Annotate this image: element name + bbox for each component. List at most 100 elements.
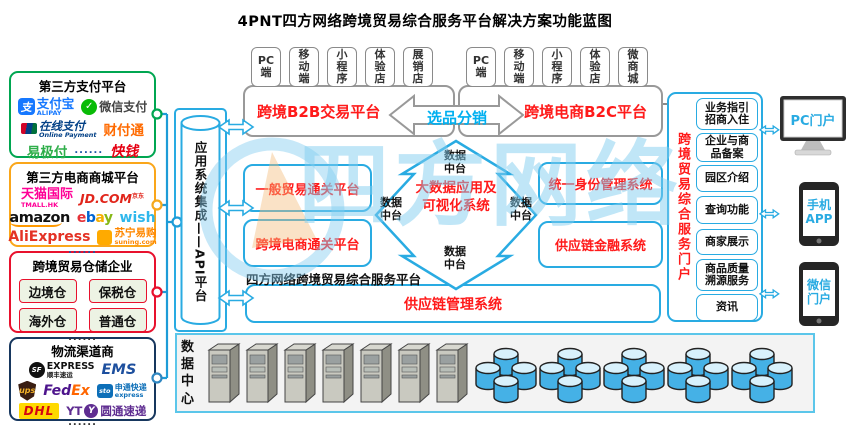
api-platform-label: 应用系统集成——API平台 <box>192 141 208 303</box>
portal-item-merchant-display: 商家展示 <box>696 229 758 255</box>
identity-system-box: 统一身份管理系统 <box>538 162 663 205</box>
mobile-app-label: 手机APP <box>805 198 833 226</box>
99bill-logo: 快钱 <box>110 143 139 160</box>
portal-item-query: 查询功能 <box>696 196 758 224</box>
warehouse-item: 边境仓 <box>18 279 77 303</box>
data-hub-label: 数据中台 <box>380 196 402 222</box>
page-title: 4PNT四方网络跨境贸易综合服务平台解决方案功能蓝图 <box>237 14 613 30</box>
ellipsis-dots: ...... <box>68 416 97 425</box>
ems-logo: EMS <box>101 362 137 379</box>
data-hub-label: 数据中台 <box>510 196 532 222</box>
channel-tab-experience-store: 体验店 <box>365 47 395 87</box>
unionpay-label: 在线支付 <box>38 118 85 133</box>
suning-icon <box>97 229 113 245</box>
panel-title: 物流渠道商 <box>51 344 114 359</box>
general-customs-box: 一般贸易通关平台 <box>243 164 372 212</box>
tenpay-logo: 财付通 <box>103 122 145 139</box>
logo-row: 易极付 ...... 快钱 <box>11 141 154 161</box>
ups-logo: ups <box>18 380 37 401</box>
channel-tab-mobile: 移动端 <box>504 47 534 87</box>
channel-tab-pc: PC端 <box>251 47 281 87</box>
logo-row: DHL YT Y 圆通速递 <box>11 402 154 419</box>
b2b-platform-label: 跨境B2B交易平台 <box>257 102 381 121</box>
bigdata-system-label: 大数据应用及可视化系统 <box>415 180 497 214</box>
data-center-box <box>175 333 815 413</box>
wechat-pay-logo: ✓ 微信支付 <box>81 98 147 115</box>
platform-caption: 四方网络跨境贸易综合服务平台 <box>246 272 422 287</box>
alipay-icon: 支 <box>17 98 35 116</box>
jd-sub: 京东 <box>132 192 145 200</box>
portal-item-filing: 企业与商品备案 <box>696 133 758 162</box>
yijifu-logo: 易极付 <box>26 144 68 161</box>
sf-icon: SF <box>28 362 45 379</box>
selection-distribution-label: 选品分销 <box>426 109 487 127</box>
fedex-logo: FedEx <box>43 382 90 399</box>
warehouse-item: 海外仓 <box>18 308 77 332</box>
channel-tab-miniprogram: 小程序 <box>327 47 357 87</box>
alipay-sub: ALIPAY <box>36 109 62 118</box>
portal-item-traceability: 商品质量溯源服务 <box>696 259 758 291</box>
channel-tab-miniprogram: 小程序 <box>542 47 572 87</box>
warehouse-item: 普通仓 <box>88 308 147 332</box>
b2c-platform-label: 跨境电商B2C平台 <box>524 102 647 121</box>
ellipsis-dots: ...... <box>68 332 97 343</box>
logo-row: ...... <box>11 245 154 256</box>
yto-icon: Y <box>84 403 99 418</box>
panel-warehouse-companies: 跨境贸易仓储企业 边境仓 保税仓 海外仓 普通仓 ...... <box>9 251 156 343</box>
wish-logo: wish <box>119 210 156 227</box>
wechat-check-icon: ✓ <box>81 98 98 115</box>
data-center-label: 数据中心 <box>181 340 195 407</box>
scm-system-box: 供应链管理系统 <box>245 284 661 323</box>
logo-row: ...... <box>11 417 154 425</box>
portal-item-park-intro: 园区介绍 <box>696 165 758 192</box>
left-connector-lines <box>157 112 175 380</box>
channel-tab-pc: PC端 <box>466 47 496 87</box>
wechat-pay-label: 微信支付 <box>99 100 148 115</box>
aliexpress-logo: AliExpress <box>8 229 91 246</box>
yto-logo: YT Y 圆通速递 <box>66 403 147 418</box>
channel-tab-micro-mall: 微商城 <box>618 47 648 87</box>
portal-title: 跨境贸易综合服务门户 <box>675 132 690 282</box>
wechat-portal-label: 微信门户 <box>806 278 831 306</box>
amazon-logo: amazon <box>9 210 70 228</box>
dhl-logo: DHL <box>18 402 60 419</box>
data-hub-label: 数据中台 <box>444 245 466 271</box>
ebay-logo: ebay <box>76 210 113 227</box>
channel-tab-experience-store: 体验店 <box>580 47 610 87</box>
supplychain-finance-box: 供应链金融系统 <box>538 221 663 268</box>
sto-icon: sto <box>96 383 113 398</box>
cbec-customs-box: 跨境电商通关平台 <box>243 219 372 267</box>
panel-title: 跨境贸易仓储企业 <box>32 259 133 274</box>
ellipsis-dots: ...... <box>68 245 97 257</box>
logo-row: ...... <box>11 332 154 343</box>
warehouse-grid: 边境仓 保税仓 海外仓 普通仓 <box>11 279 154 332</box>
ellipsis-dots: ...... <box>74 145 104 157</box>
unionpay-icon <box>20 123 37 135</box>
alipay-label: 支付宝 <box>36 96 75 111</box>
unionpay-sub: Online Payment <box>38 130 97 139</box>
data-hub-label: 数据中台 <box>444 149 466 175</box>
portal-container: 跨境贸易综合服务门户 业务指引招商入住 企业与商品备案 园区介绍 查询功能 商家… <box>667 92 763 322</box>
portal-item-business-guide: 业务指引招商入住 <box>696 98 758 130</box>
pc-portal-label: PC门户 <box>790 114 836 129</box>
portal-item-news: 资讯 <box>696 294 758 321</box>
panel-title: 第三方支付平台 <box>38 79 127 94</box>
jd-logo: JD.COM京东 <box>79 190 145 206</box>
warehouse-item: 保税仓 <box>88 279 147 303</box>
panel-title: 第三方电商商城平台 <box>26 170 139 185</box>
